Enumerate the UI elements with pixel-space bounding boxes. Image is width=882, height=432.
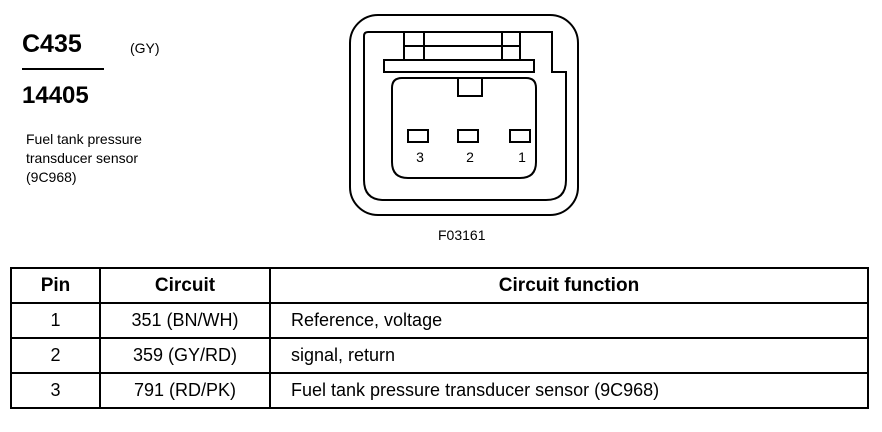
description-line: transducer sensor <box>26 150 139 166</box>
pin-circuit-table: Pin Circuit Circuit function 1 351 (BN/W… <box>10 267 869 409</box>
header-circuit: Circuit <box>99 267 271 304</box>
connector-housing-outer <box>349 14 579 216</box>
cell-pin: 3 <box>10 372 101 409</box>
connector-housing-inner <box>363 31 567 201</box>
pin-label: 2 <box>466 149 474 165</box>
description-line: Fuel tank pressure <box>26 131 142 147</box>
polarity-key <box>457 77 483 97</box>
cell-function: Fuel tank pressure transducer sensor (9C… <box>269 372 869 409</box>
cell-pin: 1 <box>10 302 101 339</box>
pin-label: 1 <box>518 149 526 165</box>
cell-circuit: 791 (RD/PK) <box>99 372 271 409</box>
pin-cavity-body <box>391 77 537 179</box>
cell-function: Reference, voltage <box>269 302 869 339</box>
cell-circuit: 351 (BN/WH) <box>99 302 271 339</box>
part-number: 14405 <box>22 82 89 109</box>
locking-tab <box>383 32 535 73</box>
wire-color: (GY) <box>130 40 160 56</box>
pin-1-terminal <box>509 129 531 143</box>
description-line: (9C968) <box>26 169 77 185</box>
table-row: 1 351 (BN/WH) Reference, voltage <box>10 302 869 339</box>
cell-function: signal, return <box>269 337 869 374</box>
table-row: 3 791 (RD/PK) Fuel tank pressure transdu… <box>10 372 869 409</box>
figure-id: F03161 <box>438 227 486 243</box>
pin-label: 3 <box>416 149 424 165</box>
connector-id: C435 <box>22 30 82 58</box>
component-description: Fuel tank pressure transducer sensor (9C… <box>26 130 196 187</box>
header-circuit-function: Circuit function <box>269 267 869 304</box>
table-header-row: Pin Circuit Circuit function <box>10 267 869 304</box>
title-divider <box>22 68 104 70</box>
connector-face-diagram: 3 2 1 <box>349 14 579 216</box>
header-pin: Pin <box>10 267 101 304</box>
pin-3-terminal <box>407 129 429 143</box>
pin-2-terminal <box>457 129 479 143</box>
cell-pin: 2 <box>10 337 101 374</box>
table-row: 2 359 (GY/RD) signal, return <box>10 337 869 374</box>
cell-circuit: 359 (GY/RD) <box>99 337 271 374</box>
